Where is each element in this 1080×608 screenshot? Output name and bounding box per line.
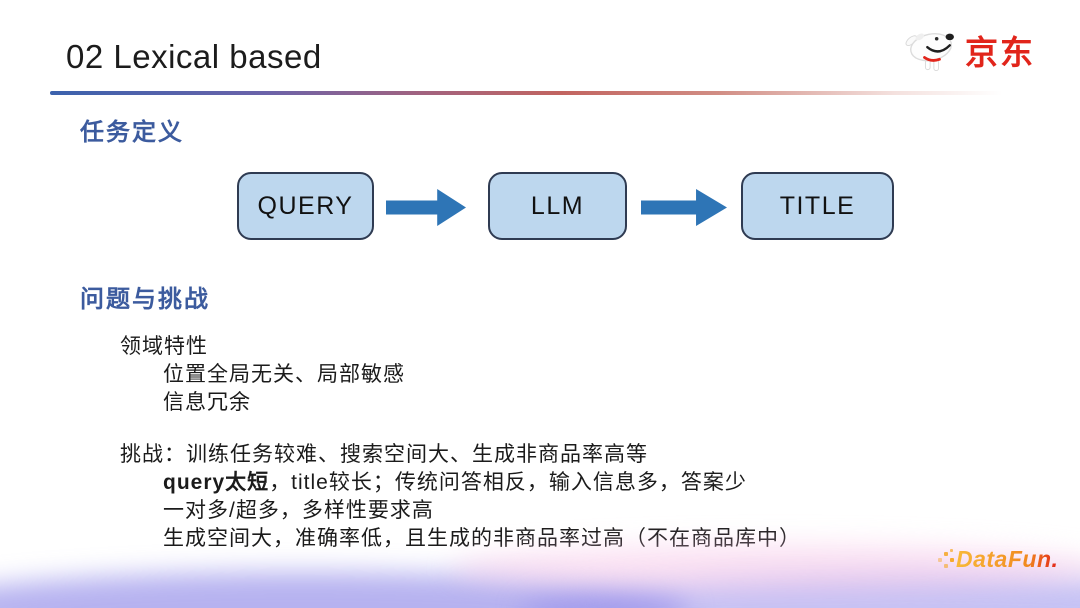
section-heading-task-definition: 任务定义	[80, 119, 184, 146]
feature-heading: 领域特性	[120, 335, 208, 358]
datafun-wordmark: DataFun.	[956, 546, 1059, 572]
challenge-item-emphasis: query太短	[163, 471, 270, 494]
challenge-item: 一对多/超多，多样性要求高	[120, 497, 801, 525]
feature-item: 信息冗余	[163, 391, 251, 414]
jd-mascot-icon	[903, 24, 961, 81]
diagram-node-label: LLM	[530, 191, 585, 220]
bottom-wave-decoration	[520, 574, 1080, 608]
bottom-wave-decoration	[0, 572, 690, 608]
title-divider	[50, 91, 1032, 95]
flow-arrow-icon	[641, 189, 727, 226]
diagram-node-query: QUERY	[237, 172, 374, 240]
flow-arrow-icon	[386, 189, 466, 226]
section-heading-challenges: 问题与挑战	[80, 286, 210, 313]
challenge-item-text: ，title较长；传统问答相反，输入信息多，答案少	[269, 471, 747, 494]
datafun-logo: DataFun.	[938, 548, 1058, 571]
spacer	[120, 417, 801, 441]
jd-logo: 京东	[903, 24, 1035, 81]
diagram-node-label: QUERY	[257, 191, 354, 220]
challenges-body: 领域特性 位置全局无关、局部敏感 信息冗余 挑战：训练任务较难、搜索空间大、生成…	[120, 333, 801, 553]
diagram-node-title: TITLE	[741, 172, 894, 240]
diagram-node-llm: LLM	[488, 172, 627, 240]
challenge-heading: 挑战：训练任务较难、搜索空间大、生成非商品率高等	[120, 443, 648, 466]
page-title: 02 Lexical based	[66, 38, 322, 75]
challenge-item: query太短，title较长；传统问答相反，输入信息多，答案少	[120, 469, 801, 497]
challenge-item-text: 一对多/超多，多样性要求高	[163, 499, 434, 522]
datafun-pixels-icon	[938, 548, 955, 571]
feature-item: 位置全局无关、局部敏感	[163, 363, 405, 386]
challenge-item: 生成空间大，准确率低，且生成的非商品率过高（不在商品库中）	[120, 525, 801, 553]
challenge-item-text: 生成空间大，准确率低，且生成的非商品率过高（不在商品库中）	[163, 527, 801, 550]
jd-wordmark: 京东	[965, 34, 1035, 71]
diagram-node-label: TITLE	[779, 191, 856, 220]
